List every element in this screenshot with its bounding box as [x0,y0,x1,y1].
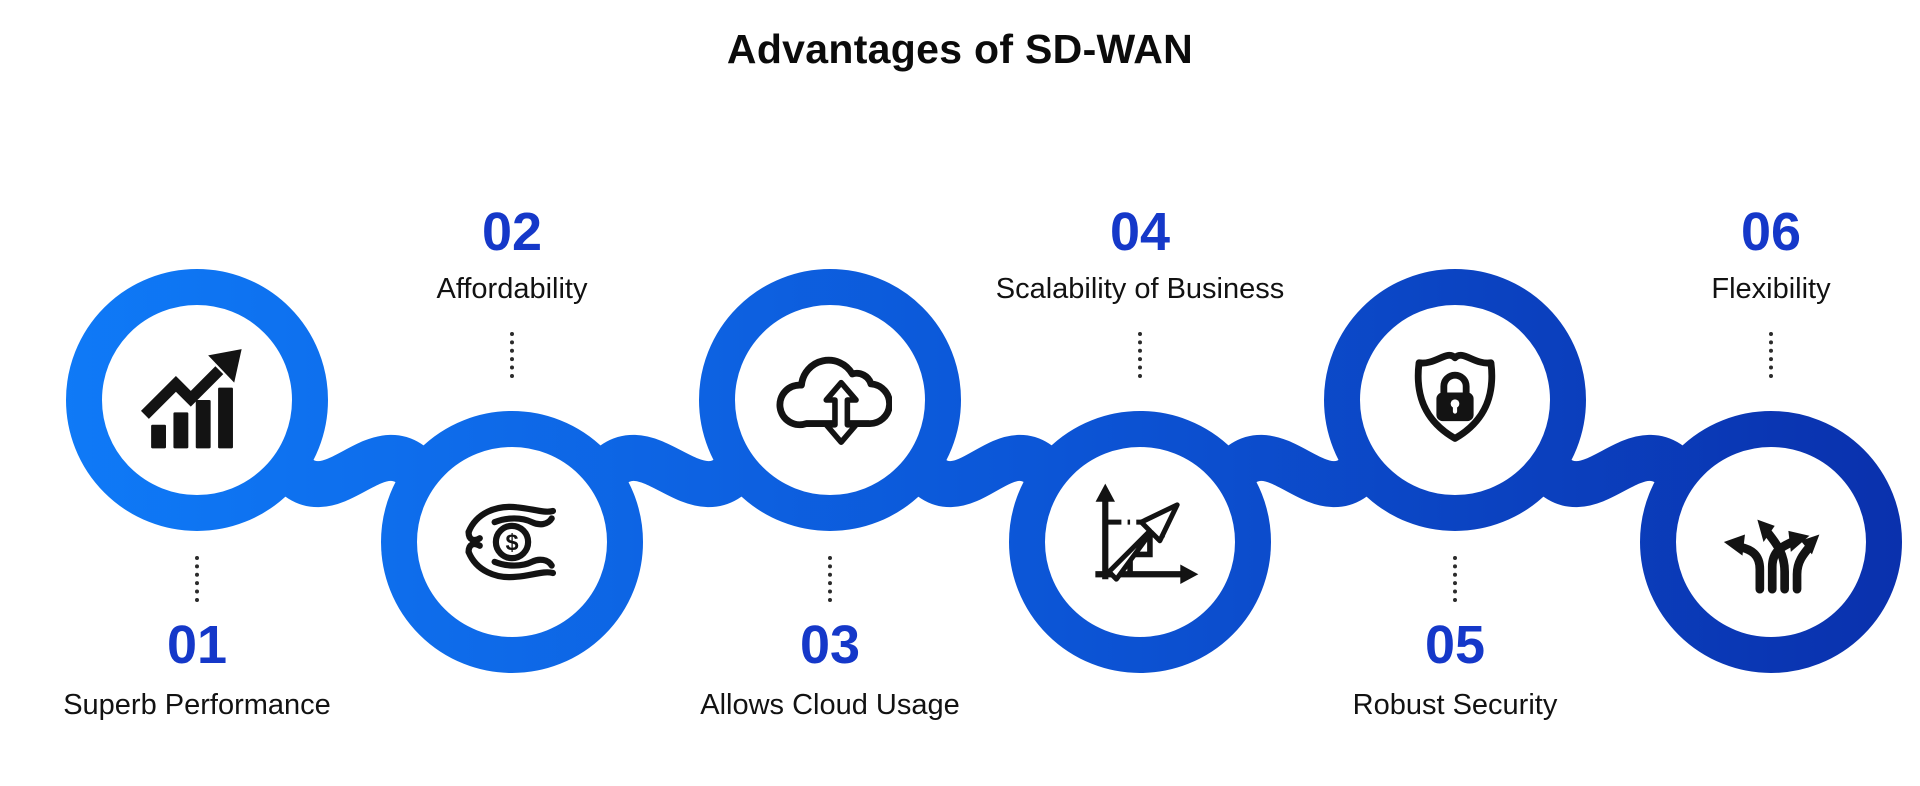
step-number: 02 [481,202,543,262]
dotted-connector [195,556,199,602]
step-1-labels: 01 Superb Performance [0,556,397,722]
step-6-labels: 06 Flexibility [1571,202,1920,378]
shield-lock-icon [1414,351,1496,442]
step-2-labels: 02 Affordability [312,202,712,378]
step-label: Robust Security [1352,689,1558,722]
dotted-connector [828,556,832,602]
cloud-transfer-icon [776,356,892,445]
dotted-connector [510,331,514,378]
step-label: Scalability of Business [995,273,1285,306]
step-label: Flexibility [1711,273,1831,306]
step-number: 06 [1740,202,1802,262]
step-4-labels: 04 Scalability of Business [940,202,1340,378]
step-number: 05 [1424,615,1486,675]
step-5-labels: 05 Robust Security [1255,556,1655,722]
step-label: Allows Cloud Usage [700,689,960,722]
step-label: Superb Performance [63,689,331,722]
page-title: Advantages of SD-WAN [726,26,1194,72]
growth-chart-icon [140,349,242,449]
step-3-labels: 03 Allows Cloud Usage [630,556,1030,722]
dotted-connector [1138,331,1142,378]
step-number: 03 [799,615,861,675]
step-label: Affordability [436,273,588,306]
branching-arrows-icon [1723,519,1820,594]
step-number: 04 [1109,202,1171,262]
scaling-graph-icon [1095,483,1199,584]
dotted-connector [1453,556,1457,602]
step-number: 01 [166,615,228,675]
dollar-symbol: $ [505,530,518,556]
hands-dollar-icon: $ [465,503,557,581]
dotted-connector [1769,331,1773,378]
